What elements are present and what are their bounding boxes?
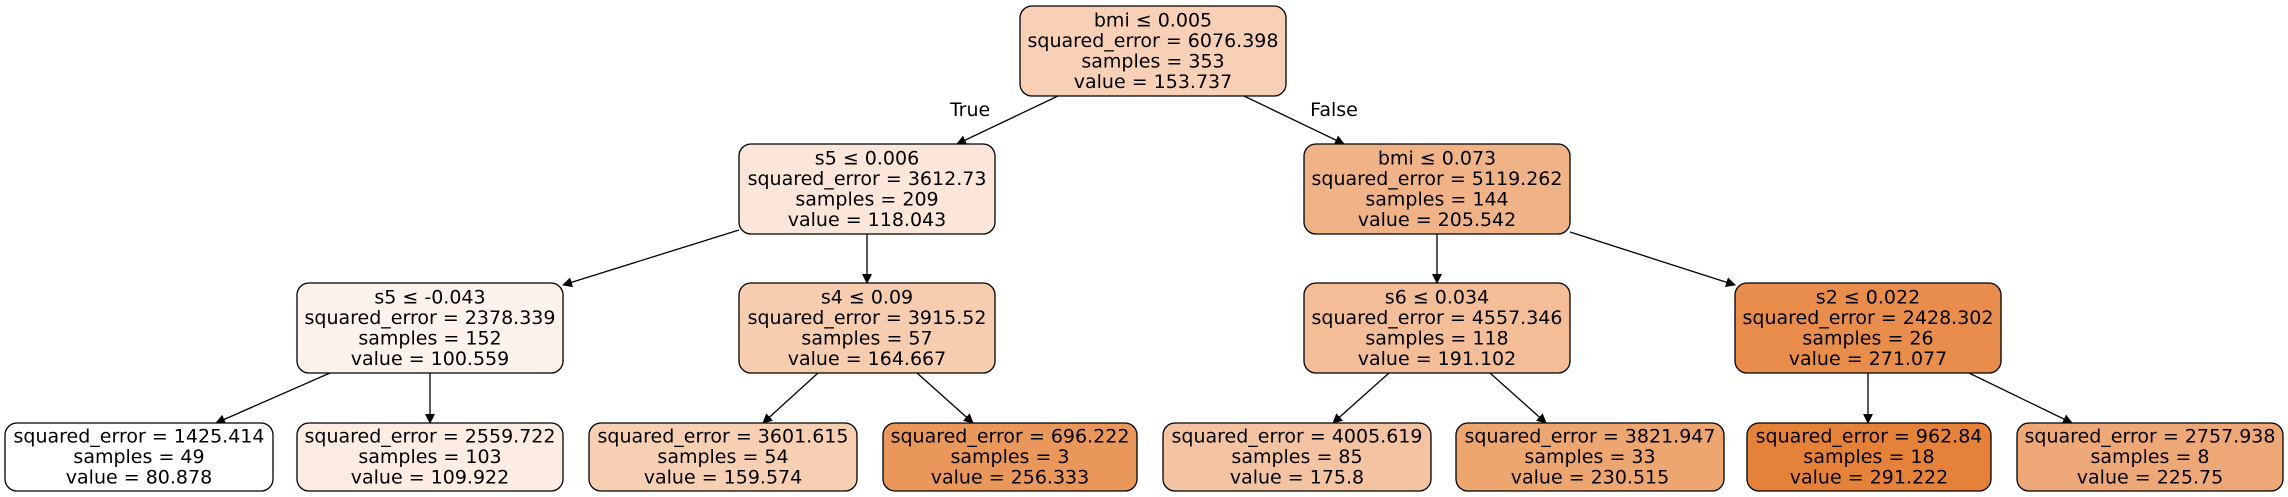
node-line: value = 100.559 — [351, 348, 509, 370]
node-line: squared_error = 4557.346 — [1312, 307, 1563, 329]
node-line: s6 ≤ 0.034 — [1385, 286, 1489, 308]
node-box — [4, 422, 274, 492]
node-line: samples = 209 — [795, 188, 938, 210]
node-line: value = 118.043 — [788, 209, 946, 231]
node-line: squared_error = 2757.938 — [2025, 426, 2276, 448]
node-box — [588, 422, 858, 492]
node-box — [882, 422, 1138, 492]
edge-label-false: False — [1310, 99, 1358, 121]
node-line: s5 ≤ -0.043 — [374, 286, 485, 308]
node-line: bmi ≤ 0.073 — [1378, 147, 1496, 169]
node-line: samples = 144 — [1365, 188, 1508, 210]
node-line: samples = 18 — [1803, 446, 1934, 468]
node-line: squared_error = 3601.615 — [598, 426, 849, 448]
node-line: value = 80.878 — [66, 467, 212, 489]
node-line: squared_error = 2559.722 — [305, 426, 556, 448]
node-box — [2016, 422, 2284, 492]
node-line: squared_error = 3612.73 — [748, 168, 987, 190]
node-line: squared_error = 6076.398 — [1028, 30, 1279, 52]
node-box — [1303, 143, 1571, 235]
edge-n5-n11 — [1332, 372, 1390, 424]
edge-root-n1 — [956, 95, 1059, 145]
node-line: samples = 353 — [1081, 50, 1224, 72]
node-line: value = 164.667 — [788, 348, 946, 370]
node-line: value = 153.737 — [1074, 71, 1232, 93]
node-line: samples = 26 — [1802, 327, 1933, 349]
edge-n4-n9 — [762, 372, 819, 424]
node-line: value = 271.077 — [1789, 348, 1947, 370]
edge-label-true: True — [949, 99, 990, 121]
edge-n4-n10 — [916, 372, 974, 424]
node-line: s2 ≤ 0.022 — [1816, 286, 1920, 308]
edge-n5-n12 — [1489, 372, 1547, 424]
node-line: samples = 33 — [1524, 446, 1655, 468]
edge-n1-n3 — [562, 229, 740, 288]
edge-n6-n14 — [1968, 372, 2073, 424]
node-line: value = 205.542 — [1358, 209, 1516, 231]
node-line: samples = 49 — [73, 446, 204, 468]
edge-n3-n7 — [215, 372, 331, 424]
node-line: squared_error = 4005.619 — [1172, 426, 1423, 448]
node-line: samples = 103 — [358, 446, 501, 468]
edge-n2-n6 — [1569, 231, 1736, 288]
node-box — [296, 422, 564, 492]
node-line: samples = 57 — [801, 327, 932, 349]
node-box — [1019, 5, 1287, 97]
node-line: squared_error = 1425.414 — [14, 426, 265, 448]
node-line: value = 159.574 — [644, 467, 802, 489]
node-line: value = 230.515 — [1511, 467, 1669, 489]
node-box — [1162, 422, 1432, 492]
node-line: squared_error = 2378.339 — [305, 307, 556, 329]
node-line: value = 256.333 — [931, 467, 1089, 489]
node-line: squared_error = 5119.262 — [1312, 168, 1563, 190]
node-line: samples = 54 — [657, 446, 788, 468]
node-line: samples = 118 — [1365, 327, 1508, 349]
node-line: samples = 152 — [358, 327, 501, 349]
node-box — [1303, 282, 1571, 374]
node-line: squared_error = 696.222 — [891, 426, 1130, 448]
node-box — [296, 282, 564, 374]
node-line: s5 ≤ 0.006 — [815, 147, 919, 169]
node-box — [1746, 422, 1992, 492]
node-line: value = 225.75 — [2077, 467, 2223, 489]
node-box — [1734, 282, 2002, 374]
node-line: squared_error = 962.84 — [1756, 426, 1983, 448]
node-line: squared_error = 2428.302 — [1743, 307, 1994, 329]
node-line: bmi ≤ 0.005 — [1094, 9, 1212, 31]
node-box — [738, 143, 996, 235]
node-line: samples = 85 — [1231, 446, 1362, 468]
node-line: value = 175.8 — [1230, 467, 1364, 489]
node-line: value = 191.102 — [1358, 348, 1516, 370]
node-line: squared_error = 3821.947 — [1465, 426, 1716, 448]
node-line: squared_error = 3915.52 — [748, 307, 987, 329]
node-line: samples = 8 — [2090, 446, 2209, 468]
node-line: value = 291.222 — [1790, 467, 1948, 489]
node-line: s4 ≤ 0.09 — [821, 286, 913, 308]
node-box — [1455, 422, 1725, 492]
node-line: samples = 3 — [950, 446, 1069, 468]
edge-root-n2 — [1243, 95, 1345, 145]
node-line: value = 109.922 — [351, 467, 509, 489]
node-box — [738, 282, 996, 374]
